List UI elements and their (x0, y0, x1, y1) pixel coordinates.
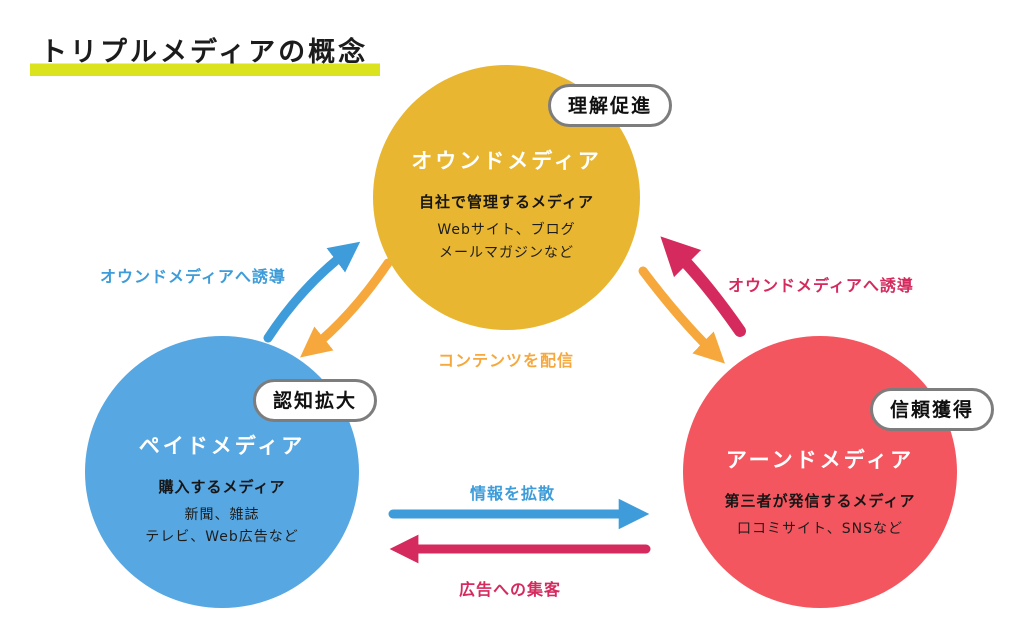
owned-media-title: オウンドメディア (411, 149, 602, 174)
edge-label-paid-to-owned: オウンドメディアへ誘導 (100, 267, 286, 286)
paid-media-examples: 新聞、雑誌 テレビ、Web広告など (145, 504, 299, 549)
owned-media-subtitle: 自社で管理するメディア (419, 193, 594, 212)
page-title: トリプルメディアの概念 (30, 28, 381, 76)
earned-media-example-line: 口コミサイト、SNSなど (737, 520, 903, 537)
paid-media-title: ペイドメディア (138, 433, 306, 458)
paid-media-circle: ペイドメディア 購入するメディア 新聞、雑誌 テレビ、Web広告など (85, 336, 359, 608)
arrow-owned-to-earned (638, 266, 725, 364)
earned-media-title: アーンドメディア (725, 447, 915, 472)
owned-media-example-line: Webサイト、ブログ (437, 222, 576, 239)
arrow-owned-to-paid (300, 258, 393, 358)
owned-media-example-line: メールマガジンなど (439, 244, 574, 261)
owned-media-circle: オウンドメディア 自社で管理するメディア Webサイト、ブログ メールマガジンな… (373, 65, 640, 330)
edge-label-ad-traffic: 広告への集客 (459, 580, 562, 599)
earned-media-subtitle: 第三者が発信するメディア (724, 491, 916, 510)
paid-media-subtitle: 購入するメディア (158, 477, 286, 496)
paid-media-benefit-badge: 認知拡大 (253, 379, 378, 422)
owned-media-examples: Webサイト、ブログ メールマガジンなど (437, 219, 575, 264)
edge-label-content-broadcast: コンテンツを配信 (438, 351, 575, 370)
earned-media-examples: 口コミサイト、SNSなど (737, 518, 903, 540)
paid-media-example-line: テレビ、Web広告など (145, 529, 299, 545)
paid-media-example-line: 新聞、雑誌 (184, 506, 260, 523)
edge-label-earned-to-owned: オウンドメディアへ誘導 (728, 276, 914, 295)
earned-media-benefit-badge: 信頼獲得 (870, 388, 995, 431)
owned-media-benefit-badge: 理解促進 (548, 84, 673, 127)
edge-label-spread-info: 情報を拡散 (470, 484, 556, 503)
earned-media-circle: アーンドメディア 第三者が発信するメディア 口コミサイト、SNSなど (683, 336, 957, 608)
